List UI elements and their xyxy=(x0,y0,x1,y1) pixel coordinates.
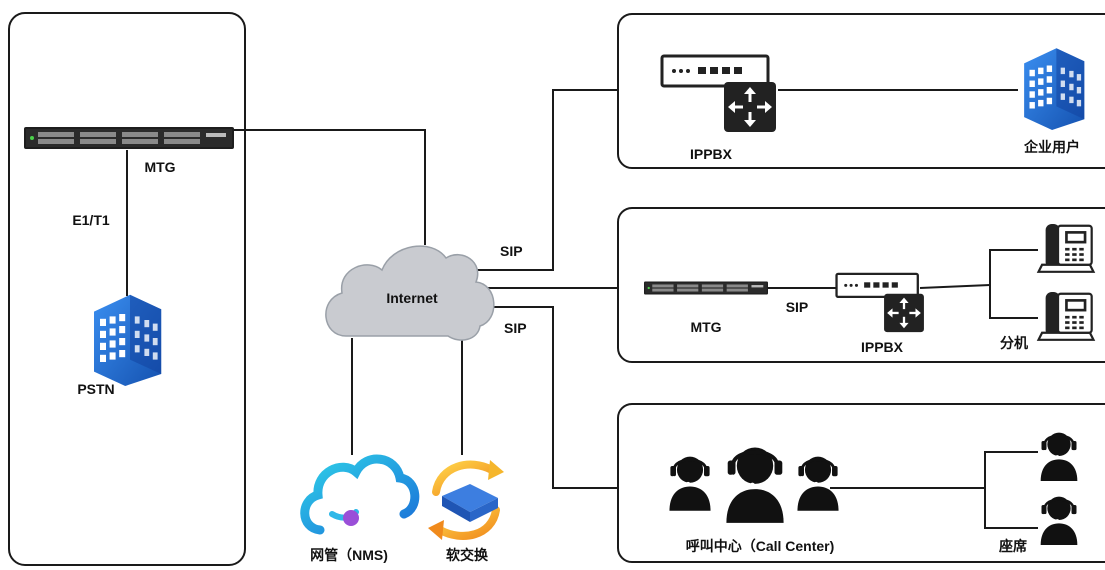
seat-agent-icon xyxy=(1039,431,1079,481)
connection-lines xyxy=(126,89,1038,529)
pstn-label: PSTN xyxy=(77,381,114,397)
branch-panel xyxy=(617,207,1105,363)
mtg-device-icon xyxy=(24,127,234,149)
internet-label: Internet xyxy=(386,290,438,306)
branch-mtg-label: MTG xyxy=(690,319,721,335)
nms-cloud-icon xyxy=(300,454,420,535)
enterprise-user-label: 企业用户 xyxy=(1023,139,1080,155)
e1t1-label: E1/T1 xyxy=(72,212,110,228)
left-panel xyxy=(8,12,246,566)
desk-phone-icon-2 xyxy=(1037,290,1095,341)
branch-ippbx-router-icon xyxy=(835,272,926,334)
agent-icon-center xyxy=(726,448,783,523)
callcenter-panel xyxy=(617,403,1105,563)
branch-mtg-device-icon xyxy=(644,281,768,295)
sip-upper-label: SIP xyxy=(500,243,523,259)
internet-cloud-icon xyxy=(325,245,495,341)
branch-sip-label: SIP xyxy=(786,299,809,315)
ippbx-router-icon xyxy=(660,54,778,134)
pstn-building-icon xyxy=(94,294,162,386)
seat-label: 座席 xyxy=(999,538,1027,554)
branch-ippbx-label: IPPBX xyxy=(861,339,904,355)
extension-label: 分机 xyxy=(1000,335,1028,351)
agent-icon-left xyxy=(668,455,712,512)
enterprise-building-icon xyxy=(1024,48,1085,130)
softswitch-label: 软交换 xyxy=(446,547,489,563)
softswitch-icon xyxy=(428,460,504,540)
mtg-label: MTG xyxy=(144,159,175,175)
ippbx-label: IPPBX xyxy=(690,146,733,162)
sip-lower-label: SIP xyxy=(504,320,527,336)
desk-phone-icon xyxy=(1037,222,1095,273)
callcenter-label: 呼叫中心（Call Center) xyxy=(686,538,835,554)
seat-agent-icon-2 xyxy=(1039,495,1079,545)
nms-label: 网管（NMS) xyxy=(310,547,388,563)
agent-icon-right xyxy=(796,455,840,512)
